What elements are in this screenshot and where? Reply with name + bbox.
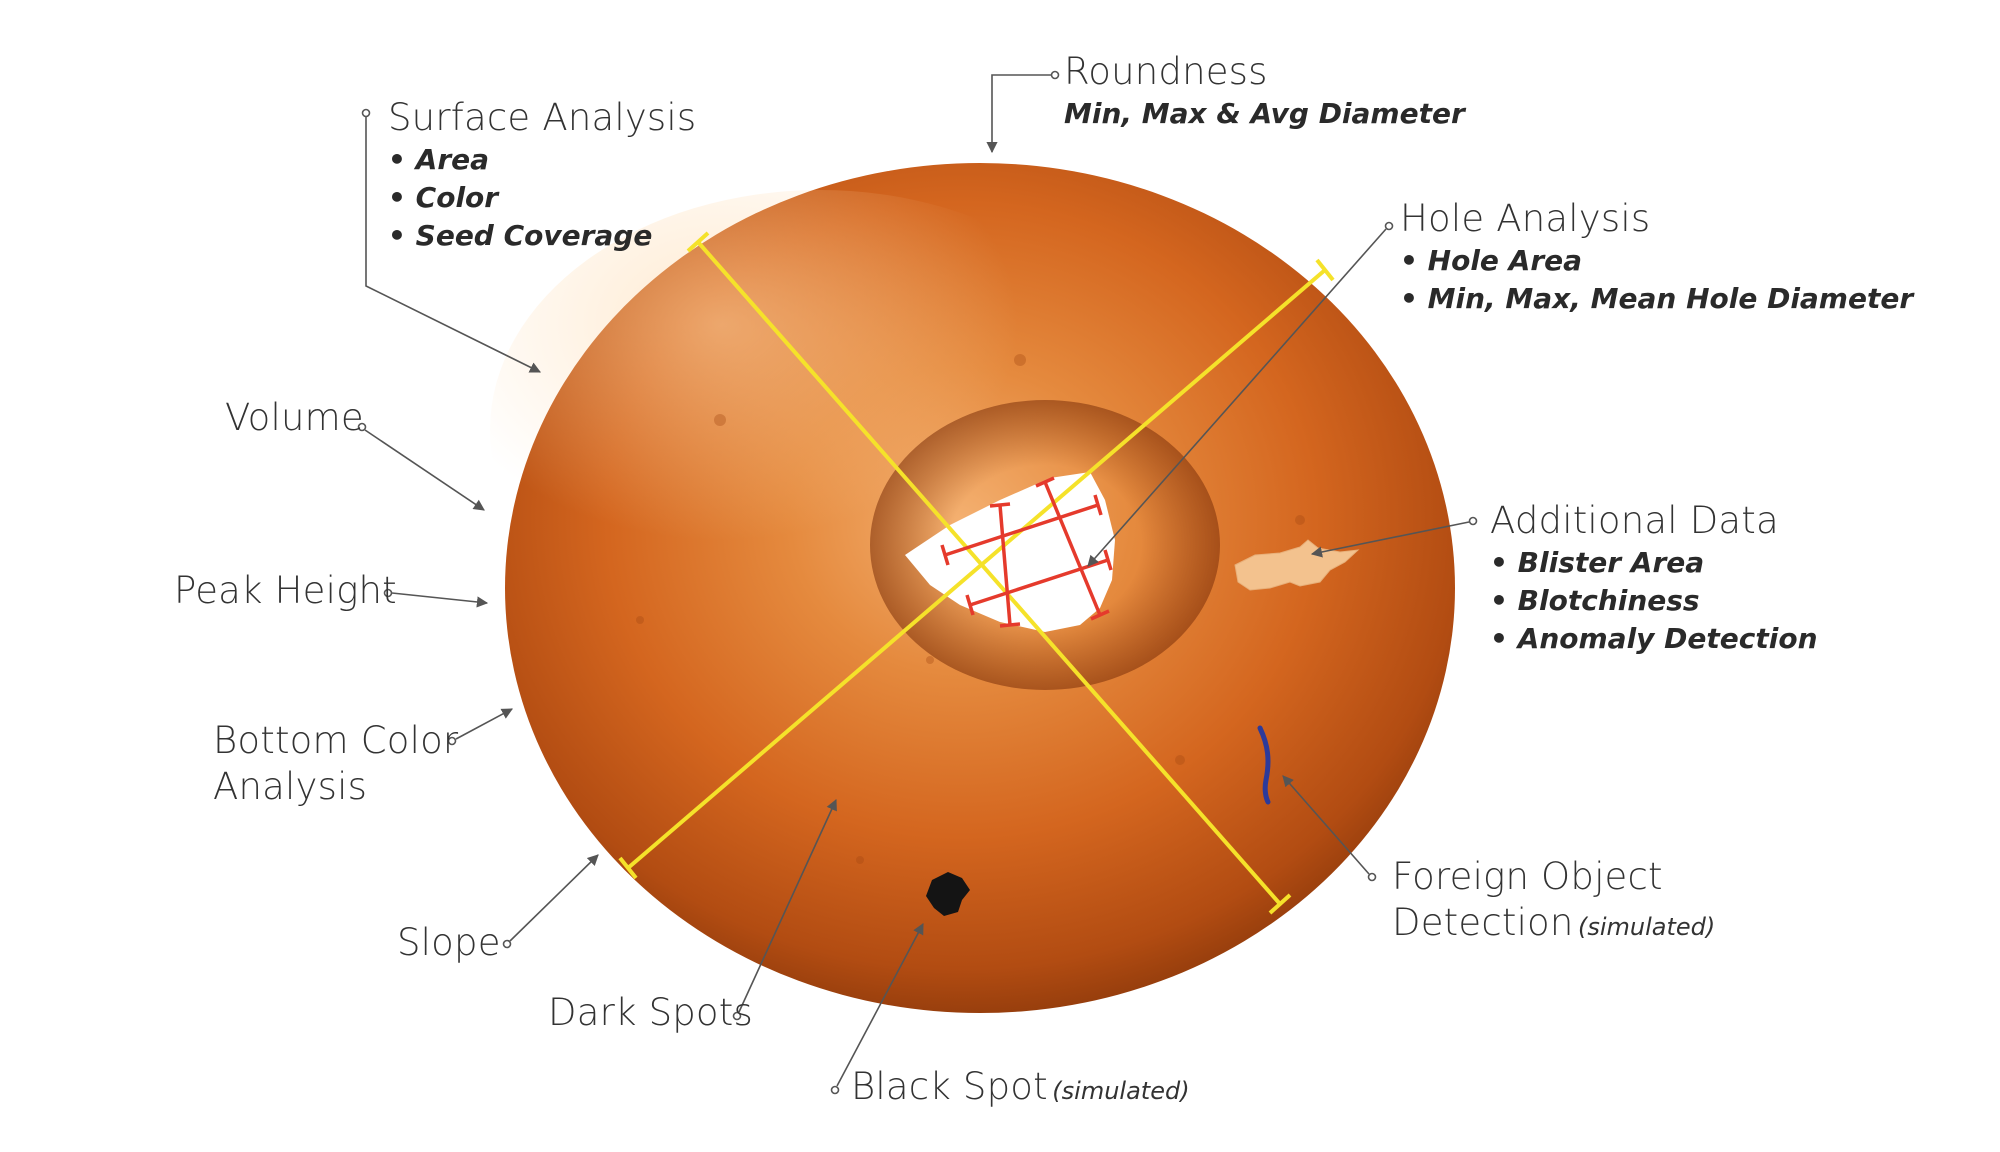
label-bottom-color: Bottom Color Analysis xyxy=(213,718,458,810)
black-spot xyxy=(926,872,970,916)
bottom-color-line2: Analysis xyxy=(213,765,368,808)
slope-title: Slope xyxy=(397,921,501,964)
leader-bottom-color xyxy=(455,708,513,740)
diameter-line-2-cap-b xyxy=(1315,258,1335,282)
diameter-line-1-cap-b xyxy=(1268,893,1292,915)
foreign-object xyxy=(1257,725,1271,805)
black-spot-note: (simulated) xyxy=(1052,1077,1190,1105)
blister-area xyxy=(1234,539,1360,591)
dark-spots-title: Dark Spots xyxy=(548,991,753,1034)
leader-black-spot xyxy=(836,923,924,1087)
diameter-line-1 xyxy=(696,240,1282,906)
hole-line-4-cap-a xyxy=(965,594,975,616)
additional-item-anomaly: Anomaly Detection xyxy=(1490,620,1818,658)
leader-volume xyxy=(364,429,485,511)
hole-line-3-cap-a xyxy=(940,544,950,566)
hole-line-1 xyxy=(998,504,1012,626)
leader-peak-height xyxy=(391,592,489,608)
bottom-color-line1: Bottom Color xyxy=(213,719,459,762)
roundness-title: Roundness xyxy=(1064,50,1268,93)
label-peak-height: Peak Height xyxy=(174,568,397,614)
hole-analysis-list: Hole Area Min, Max, Mean Hole Diameter xyxy=(1400,242,1914,318)
leader-slope xyxy=(509,854,599,942)
hole-line-3-cap-b xyxy=(1093,494,1103,516)
surface-item-area: Area xyxy=(388,141,696,179)
hole-line-2-cap-a xyxy=(1035,476,1055,488)
hole-item-area: Hole Area xyxy=(1400,242,1913,280)
leader-lines xyxy=(357,70,1478,1095)
hole-item-diameter: Min, Max, Mean Hole Diameter xyxy=(1400,280,1914,318)
surface-analysis-title: Surface Analysis xyxy=(388,96,697,139)
volume-title: Volume xyxy=(225,396,364,439)
foreign-object-line1: Foreign Object xyxy=(1392,855,1663,898)
label-roundness: Roundness Min, Max & Avg Diameter xyxy=(1064,49,1465,133)
label-foreign-object: Foreign Object Detection (simulated) xyxy=(1392,854,1715,946)
peak-height-title: Peak Height xyxy=(174,569,397,612)
leader-surface xyxy=(365,117,542,373)
additional-data-title: Additional Data xyxy=(1490,499,1779,542)
roundness-subtitle: Min, Max & Avg Diameter xyxy=(1064,97,1465,130)
hole-analysis-title: Hole Analysis xyxy=(1400,197,1651,240)
surface-item-color: Color xyxy=(388,179,696,217)
hole-line-3 xyxy=(944,503,1099,557)
hole-measure-lines xyxy=(940,476,1113,628)
label-surface-analysis: Surface Analysis Area Color Seed Coverag… xyxy=(388,95,696,255)
surface-item-seed-coverage: Seed Coverage xyxy=(388,217,696,255)
diameter-line-2 xyxy=(626,268,1327,870)
hole-line-4-cap-b xyxy=(1103,549,1113,571)
hole-line-4 xyxy=(969,558,1109,607)
additional-data-list: Blister Area Blotchiness Anomaly Detecti… xyxy=(1490,544,1818,658)
label-dark-spots: Dark Spots xyxy=(548,990,753,1036)
label-hole-analysis: Hole Analysis Hole Area Min, Max, Mean H… xyxy=(1400,196,1913,318)
hole-line-2-cap-b xyxy=(1090,609,1110,621)
diameter-lines xyxy=(618,231,1335,915)
label-additional-data: Additional Data Blister Area Blotchiness… xyxy=(1490,498,1818,658)
label-slope: Slope xyxy=(397,920,501,966)
bagel xyxy=(490,163,1455,1013)
label-black-spot: Black Spot (simulated) xyxy=(851,1064,1190,1110)
hole-line-1-cap-a xyxy=(989,502,1011,508)
additional-item-blister: Blister Area xyxy=(1490,544,1818,582)
leader-hole xyxy=(1087,228,1387,567)
foreign-object-line2: Detection xyxy=(1392,901,1574,944)
hole-line-2 xyxy=(1043,481,1102,616)
leader-foreign-object xyxy=(1282,775,1370,875)
hole-line-1-cap-b xyxy=(999,622,1021,628)
surface-analysis-list: Area Color Seed Coverage xyxy=(388,141,696,255)
leader-additional xyxy=(1310,521,1470,558)
additional-item-blotchiness: Blotchiness xyxy=(1490,582,1818,620)
bagel-hole xyxy=(905,472,1115,632)
diameter-line-2-cap-a xyxy=(618,856,638,880)
label-volume: Volume xyxy=(225,395,364,441)
leader-roundness xyxy=(986,74,1051,154)
surface-texture xyxy=(636,354,1305,864)
leader-dark-spots xyxy=(738,798,837,1013)
black-spot-title: Black Spot xyxy=(851,1065,1048,1108)
foreign-object-note: (simulated) xyxy=(1578,913,1716,941)
